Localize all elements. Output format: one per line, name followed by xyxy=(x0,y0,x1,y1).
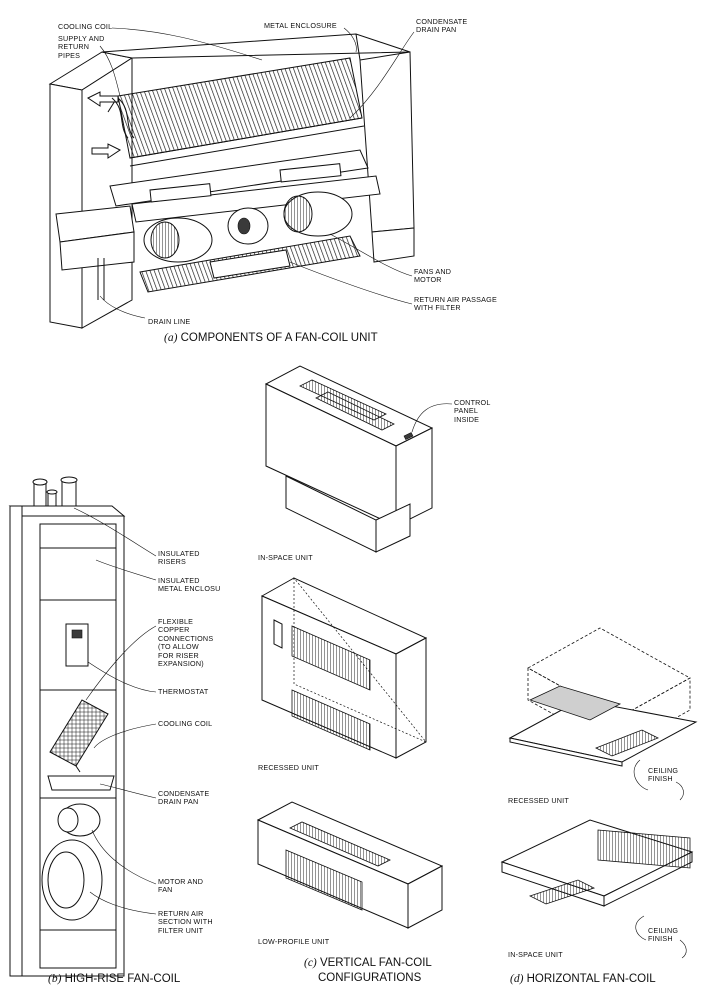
cabinet-side xyxy=(9,505,23,977)
panel-d-drawing xyxy=(500,627,698,959)
caption-c: (c) VERTICAL FAN-COIL xyxy=(304,957,432,970)
caption-c-line1: VERTICAL FAN-COIL xyxy=(319,957,432,969)
label-ceiling-finish-1: CEILING FINISH xyxy=(648,766,679,784)
caption-a-letter: (a) xyxy=(164,332,178,344)
cabinet-top xyxy=(8,505,126,517)
caption-d-text: HORIZONTAL FAN-COIL xyxy=(526,973,656,985)
label-flexible-connections: FLEXIBLE COPPER CONNECTIONS (TO ALLOW FO… xyxy=(158,617,214,669)
caption-c-line2-row: CONFIGURATIONS xyxy=(318,972,421,985)
label-thermostat: THERMOSTAT xyxy=(158,687,209,696)
left-end-front xyxy=(49,83,83,329)
label-metal-enclosure: METAL ENCLOSURE xyxy=(264,21,337,30)
label-low-profile-unit: LOW-PROFILE UNIT xyxy=(258,937,330,946)
panel-a-drawing xyxy=(48,27,415,329)
label-recessed-unit-d: RECESSED UNIT xyxy=(508,796,569,805)
caption-d: (d) HORIZONTAL FAN-COIL xyxy=(510,973,656,986)
label-motor-fan: MOTOR AND FAN xyxy=(158,877,204,895)
label-in-space-unit-c: IN-SPACE UNIT xyxy=(258,553,313,562)
label-condensate-drain-pan-a: CONDENSATE DRAIN PAN xyxy=(416,17,468,35)
label-return-air-passage: RETURN AIR PASSAGE WITH FILTER xyxy=(414,295,497,313)
caption-a: (a) COMPONENTS OF A FAN-COIL UNIT xyxy=(164,332,378,345)
label-control-panel: CONTROL PANEL INSIDE xyxy=(454,398,491,424)
leader-cooling-coil xyxy=(111,27,263,61)
panel-b-drawing xyxy=(8,476,157,977)
caption-b: (b) HIGH-RISE FAN-COIL xyxy=(48,973,180,986)
label-in-space-unit-d: IN-SPACE UNIT xyxy=(508,950,563,959)
label-insulated-risers: INSULATED RISERS xyxy=(158,549,200,567)
panel-c-drawing xyxy=(256,365,453,929)
caption-d-letter: (d) xyxy=(510,973,524,985)
label-cooling-coil-a: COOLING COIL xyxy=(58,22,113,31)
caption-c-line2: CONFIGURATIONS xyxy=(318,972,422,984)
label-return-air-section: RETURN AIR SECTION WITH FILTER UNIT xyxy=(158,909,213,935)
label-condensate-drain-pan-b: CONDENSATE DRAIN PAN xyxy=(158,789,210,807)
caption-a-text: COMPONENTS OF A FAN-COIL UNIT xyxy=(180,332,378,344)
label-fans-motor: FANS AND MOTOR xyxy=(414,267,452,285)
label-supply-return-pipes: SUPPLY AND RETURN PIPES xyxy=(58,34,105,60)
label-ceiling-finish-2: CEILING FINISH xyxy=(648,926,679,944)
caption-b-letter: (b) xyxy=(48,973,62,985)
label-drain-line: DRAIN LINE xyxy=(148,317,191,326)
cooling-coil-shape xyxy=(117,57,363,159)
caption-b-text: HIGH-RISE FAN-COIL xyxy=(64,973,181,985)
thermostat-shape xyxy=(65,623,89,667)
caption-c-letter: (c) xyxy=(304,957,317,969)
label-recessed-unit-c: RECESSED UNIT xyxy=(258,763,319,772)
right-end-front xyxy=(359,51,415,233)
label-cooling-coil-b: COOLING COIL xyxy=(158,719,213,728)
label-insulated-enclosure: INSULATED METAL ENCLOSU xyxy=(158,576,221,594)
